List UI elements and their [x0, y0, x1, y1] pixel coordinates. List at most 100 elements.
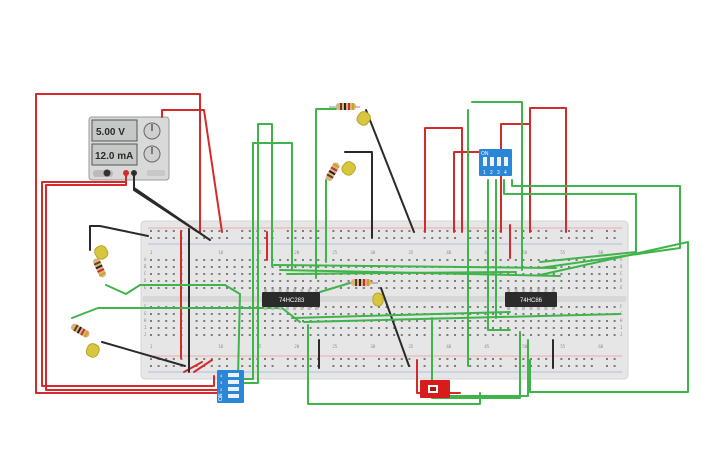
chip-pin	[514, 289, 518, 292]
dip-toggle-4[interactable]	[228, 394, 239, 398]
dip-toggle-2[interactable]	[490, 157, 494, 166]
dip-toggle-3[interactable]	[228, 387, 239, 391]
column-mark: 15	[256, 344, 261, 349]
column-mark: 30	[370, 344, 375, 349]
dip-toggle-4[interactable]	[504, 157, 508, 166]
led-2[interactable]	[340, 160, 358, 178]
chip-pin	[278, 307, 282, 310]
chip-pin	[307, 307, 311, 310]
chip-pin	[544, 289, 548, 292]
column-mark: 35	[408, 344, 413, 349]
column-mark: 25	[332, 344, 337, 349]
chip-pin	[514, 307, 518, 310]
column-mark: 1	[150, 250, 153, 255]
row-letter: A	[144, 257, 147, 262]
chip-pin	[522, 307, 526, 310]
row-letter: I	[620, 325, 623, 330]
dip-pin-label: 4	[220, 373, 223, 378]
resistor-1[interactable]	[329, 103, 360, 110]
column-mark: 1	[150, 344, 153, 349]
dip-pin-label: 4	[504, 170, 507, 176]
voltage-display: 5.00 V	[96, 127, 125, 138]
dip-switch-top[interactable]: ON 1 2 3 4	[479, 149, 512, 176]
row-letter: H	[620, 318, 623, 323]
chip-pin	[285, 289, 289, 292]
column-mark: 55	[560, 344, 565, 349]
chip-pin	[293, 289, 297, 292]
dip-toggle-1[interactable]	[483, 157, 487, 166]
resistor-4[interactable]	[92, 257, 107, 278]
dip-on-label: ON	[481, 151, 489, 157]
column-mark: 50	[522, 344, 527, 349]
dip-switch-bottom[interactable]: ON 4 3 2 1	[217, 370, 244, 403]
dip-pin-label: 1	[220, 394, 223, 399]
chip-pin	[285, 307, 289, 310]
row-letter: D	[144, 278, 147, 283]
row-letter: G	[144, 311, 147, 316]
column-mark: 35	[408, 250, 413, 255]
column-mark: 40	[446, 250, 451, 255]
row-letter: I	[144, 325, 147, 330]
row-letter: A	[620, 257, 623, 262]
chip-label: 74HC283	[279, 298, 305, 304]
row-letter: G	[620, 311, 623, 316]
green-wires[interactable]	[71, 101, 689, 405]
dip-toggle-2[interactable]	[228, 380, 239, 384]
column-mark: 20	[294, 344, 299, 349]
row-letter: J	[620, 332, 622, 337]
led-5[interactable]	[85, 342, 101, 359]
slide-switch[interactable]	[420, 380, 450, 398]
chip-pin	[536, 307, 540, 310]
row-letter: E	[144, 285, 147, 290]
row-letter: J	[144, 332, 146, 337]
chip-pin	[536, 289, 540, 292]
chip-pin	[529, 307, 533, 310]
row-letter: F	[620, 304, 623, 309]
column-mark: 10	[218, 250, 223, 255]
row-letter: C	[144, 271, 147, 276]
resistor-3[interactable]	[325, 161, 341, 182]
chip-pin	[522, 289, 526, 292]
chip-pin	[293, 307, 297, 310]
chip-pin	[300, 289, 304, 292]
chip-pin	[507, 307, 511, 310]
chip-pin	[300, 307, 304, 310]
chip-pin	[271, 289, 275, 292]
power-supply[interactable]: 5.00 V 12.0 mA	[88, 116, 170, 181]
chip-pin	[278, 289, 282, 292]
led-1[interactable]	[355, 110, 372, 128]
chip-pin	[271, 307, 275, 310]
led-4[interactable]	[93, 244, 110, 261]
dip-pin-label: 3	[220, 380, 223, 385]
column-mark: 45	[484, 344, 489, 349]
chip-pin	[264, 307, 268, 310]
column-mark: 60	[598, 344, 603, 349]
current-display: 12.0 mA	[95, 151, 133, 162]
led-3[interactable]	[372, 292, 384, 307]
chip-label: 74HC86	[520, 298, 543, 304]
column-mark: 15	[256, 250, 261, 255]
chip-pin	[551, 289, 555, 292]
column-mark: 50	[522, 250, 527, 255]
chip-74hc86[interactable]: 74HC86	[505, 289, 557, 310]
resistor-2[interactable]	[346, 279, 378, 286]
column-mark: 55	[560, 250, 565, 255]
black-wires[interactable]	[89, 109, 554, 373]
power-switch-icon[interactable]	[103, 169, 111, 177]
column-mark: 25	[332, 250, 337, 255]
row-letter: E	[620, 285, 623, 290]
dip-toggle-1[interactable]	[228, 373, 239, 377]
dip-pin-label: 3	[497, 170, 500, 176]
row-letter: B	[620, 264, 623, 269]
column-mark: 30	[370, 250, 375, 255]
row-letter: B	[144, 264, 147, 269]
chip-74hc283[interactable]: 74HC283	[262, 289, 320, 310]
chip-pin	[307, 289, 311, 292]
dip-toggle-3[interactable]	[497, 157, 501, 166]
row-letter: D	[620, 278, 623, 283]
row-letter: F	[144, 304, 147, 309]
column-mark: 40	[446, 344, 451, 349]
column-mark: 20	[294, 250, 299, 255]
resistor-5[interactable]	[70, 323, 91, 339]
